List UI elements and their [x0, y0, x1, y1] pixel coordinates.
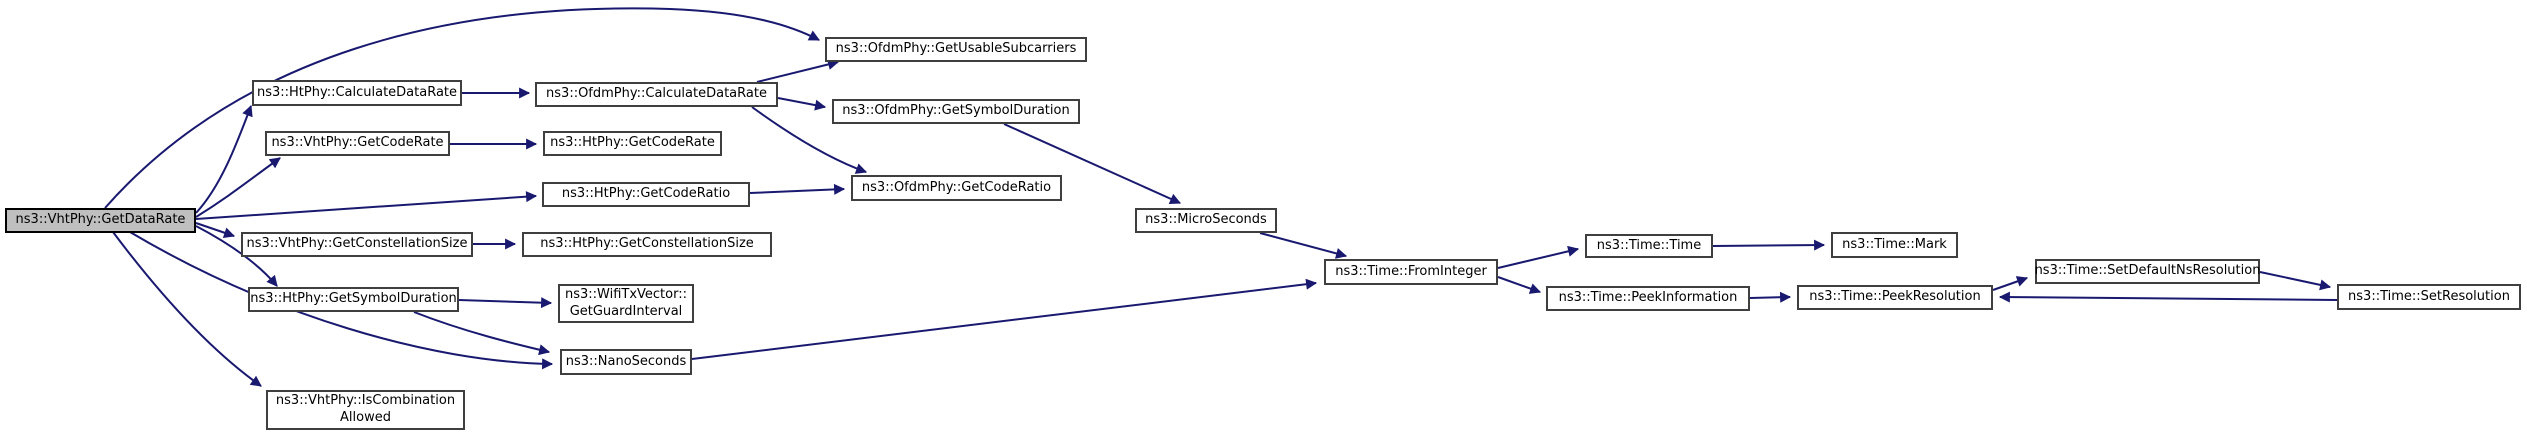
node-wifi-tx-vector-get-guard-interval[interactable]: ns3::WifiTxVector:: GetGuardInterval	[558, 284, 694, 323]
edge-frominteger-to-peekinformation	[1497, 276, 1542, 294]
node-time-set-resolution[interactable]: ns3::Time::SetResolution	[2337, 284, 2521, 310]
edge-getdatarate-to-vhtgetcoderate	[195, 157, 281, 218]
edge-setresolution-to-peekresolution	[1998, 291, 2338, 303]
node-time-mark[interactable]: ns3::Time::Mark	[1831, 232, 1958, 258]
edge-ofdmgetsymbolduration-to-microseconds	[1003, 123, 1182, 204]
edge-getdatarate-to-nanoseconds	[129, 231, 554, 370]
edge-htgetsymbolduration-to-getguardinterval	[458, 297, 553, 309]
node-nano-seconds[interactable]: ns3::NanoSeconds	[560, 349, 692, 375]
edge-htgetcoderatio-to-ofdmgetcoderatio	[749, 183, 846, 195]
edge-ofdmcalculatedatarate-to-ofdmgetcoderatio	[751, 106, 868, 174]
node-vht-get-data-rate: ns3::VhtPhy::GetDataRate	[5, 208, 196, 233]
edge-microseconds-to-frominteger	[1259, 232, 1348, 259]
edge-htgetsymbolduration-to-nanoseconds	[413, 311, 551, 356]
node-ofdm-get-symbol-duration[interactable]: ns3::OfdmPhy::GetSymbolDuration	[832, 99, 1080, 124]
edge-getdatarate-to-htgetsymbolduration	[195, 225, 278, 287]
node-ht-calculate-data-rate[interactable]: ns3::HtPhy::CalculateDataRate	[252, 80, 462, 106]
node-time-set-default-ns-resolution[interactable]: ns3::Time::SetDefaultNsResolution	[2035, 259, 2260, 284]
edge-peekresolution-to-setdefaultnsresolution	[1992, 276, 2029, 291]
edge-getdatarate-to-iscombinationallowed	[112, 231, 262, 387]
node-ht-get-code-rate[interactable]: ns3::HtPhy::GetCodeRate	[543, 131, 722, 156]
node-time-peek-information[interactable]: ns3::Time::PeekInformation	[1546, 286, 1750, 311]
node-ht-get-symbol-duration[interactable]: ns3::HtPhy::GetSymbolDuration	[248, 287, 459, 312]
edge-ofdmcalculatedatarate-to-ofdmgetsymbolduration	[777, 97, 827, 111]
node-micro-seconds[interactable]: ns3::MicroSeconds	[1135, 208, 1277, 233]
edge-peekinformation-to-peekresolution	[1749, 291, 1792, 303]
edge-ofdmcalculatedatarate-to-ofdmgetusablesubcarriers	[756, 59, 840, 83]
node-vht-get-constellation-size[interactable]: ns3::VhtPhy::GetConstellationSize	[241, 232, 473, 257]
node-time-from-integer[interactable]: ns3::Time::FromInteger	[1324, 259, 1498, 285]
edge-getdatarate-to-vhtgetconstellationsize	[195, 222, 236, 238]
edge-getdatarate-to-htgetcoderatio	[195, 191, 538, 220]
node-time-time[interactable]: ns3::Time::Time	[1585, 234, 1713, 258]
edge-getdatarate-to-ofdmgetusablesubcarriers	[104, 7, 820, 209]
node-ofdm-calculate-data-rate[interactable]: ns3::OfdmPhy::CalculateDataRate	[535, 82, 778, 107]
node-vht-get-code-rate[interactable]: ns3::VhtPhy::GetCodeRate	[265, 131, 450, 156]
node-ht-get-constellation-size[interactable]: ns3::HtPhy::GetConstellationSize	[522, 232, 772, 257]
edge-getdatarate-to-htcalculatedatarate	[195, 104, 253, 214]
edge-nanoseconds-to-frominteger	[691, 278, 1318, 360]
node-vht-is-combination-allowed[interactable]: ns3::VhtPhy::IsCombination Allowed	[266, 390, 465, 430]
edge-frominteger-to-timetime	[1497, 245, 1580, 269]
node-ofdm-get-usable-subcarriers[interactable]: ns3::OfdmPhy::GetUsableSubcarriers	[825, 37, 1087, 62]
edge-timetime-to-mark	[1712, 239, 1826, 251]
edge-setdefaultnsresolution-to-setresolution	[2259, 271, 2332, 291]
node-time-peek-resolution[interactable]: ns3::Time::PeekResolution	[1797, 285, 1993, 310]
node-ht-get-code-ratio[interactable]: ns3::HtPhy::GetCodeRatio	[542, 182, 750, 207]
node-ofdm-get-code-ratio[interactable]: ns3::OfdmPhy::GetCodeRatio	[851, 175, 1062, 201]
